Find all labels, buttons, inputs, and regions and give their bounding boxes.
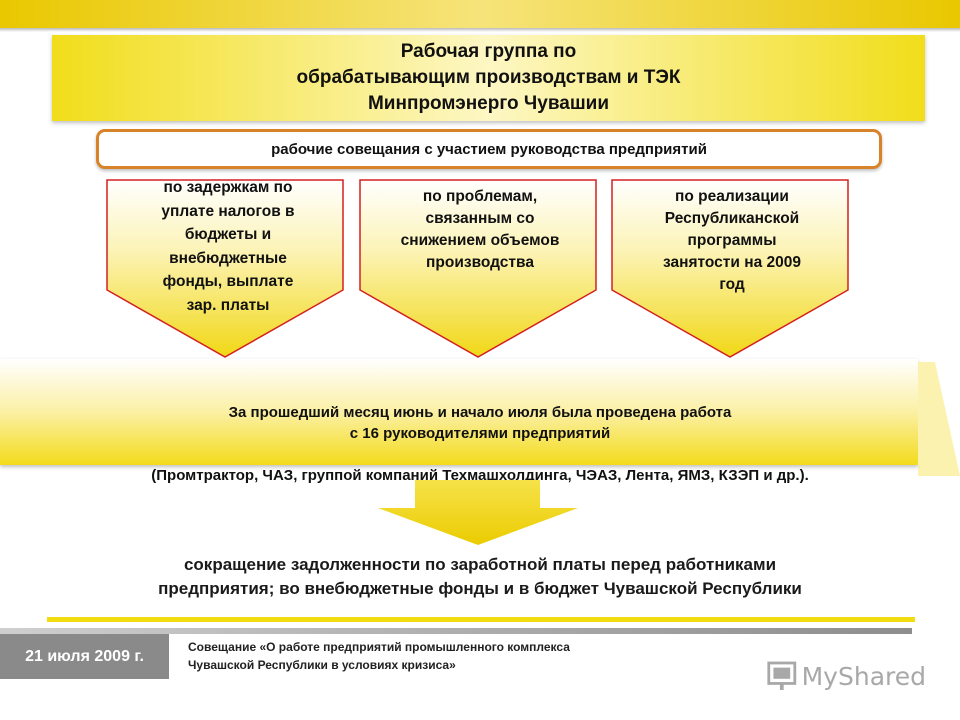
- down-arrow: [378, 480, 578, 545]
- meeting-label: рабочие совещания с участием руководства…: [271, 140, 707, 158]
- topic-arrow-2: [359, 179, 597, 358]
- page-title: Рабочая группа по обрабатывающим произво…: [296, 41, 681, 114]
- result-text: За прошедший месяц июнь и начало июля бы…: [40, 381, 920, 486]
- result-summary: За прошедший месяц июнь и начало июля бы…: [228, 404, 732, 442]
- title-banner: Рабочая группа по обрабатывающим произво…: [52, 35, 925, 121]
- result-companies: (Промтрактор, ЧАЗ, группой компаний Техм…: [151, 467, 809, 484]
- date-label: 21 июля 2009 г.: [25, 647, 144, 665]
- topic-label-employment: по реализации Республиканской программы …: [663, 188, 801, 293]
- topic-arrow-3: [611, 179, 849, 358]
- topic-label-production: по проблемам, связанным со снижением объ…: [400, 188, 560, 271]
- watermark-text: MyShared: [801, 661, 926, 691]
- topic-label-taxes: по задержкам по уплате налогов в бюджеты…: [161, 179, 295, 314]
- presentation-icon: [767, 661, 797, 690]
- footer-shadow: [0, 628, 912, 634]
- watermark: MyShared: [766, 656, 926, 696]
- bottom-divider: [47, 617, 915, 622]
- meeting-box: рабочие совещания с участием руководства…: [96, 129, 882, 169]
- top-shadow: [0, 28, 960, 32]
- footer-meeting-title: Совещание «О работе предприятий промышле…: [188, 640, 570, 672]
- outcome-text: сокращение задолженности по заработной п…: [158, 555, 802, 598]
- top-accent-bar: [0, 0, 960, 28]
- result-box: [0, 359, 918, 465]
- date-badge: 21 июля 2009 г.: [0, 634, 169, 679]
- topic-arrow-1: [106, 179, 344, 358]
